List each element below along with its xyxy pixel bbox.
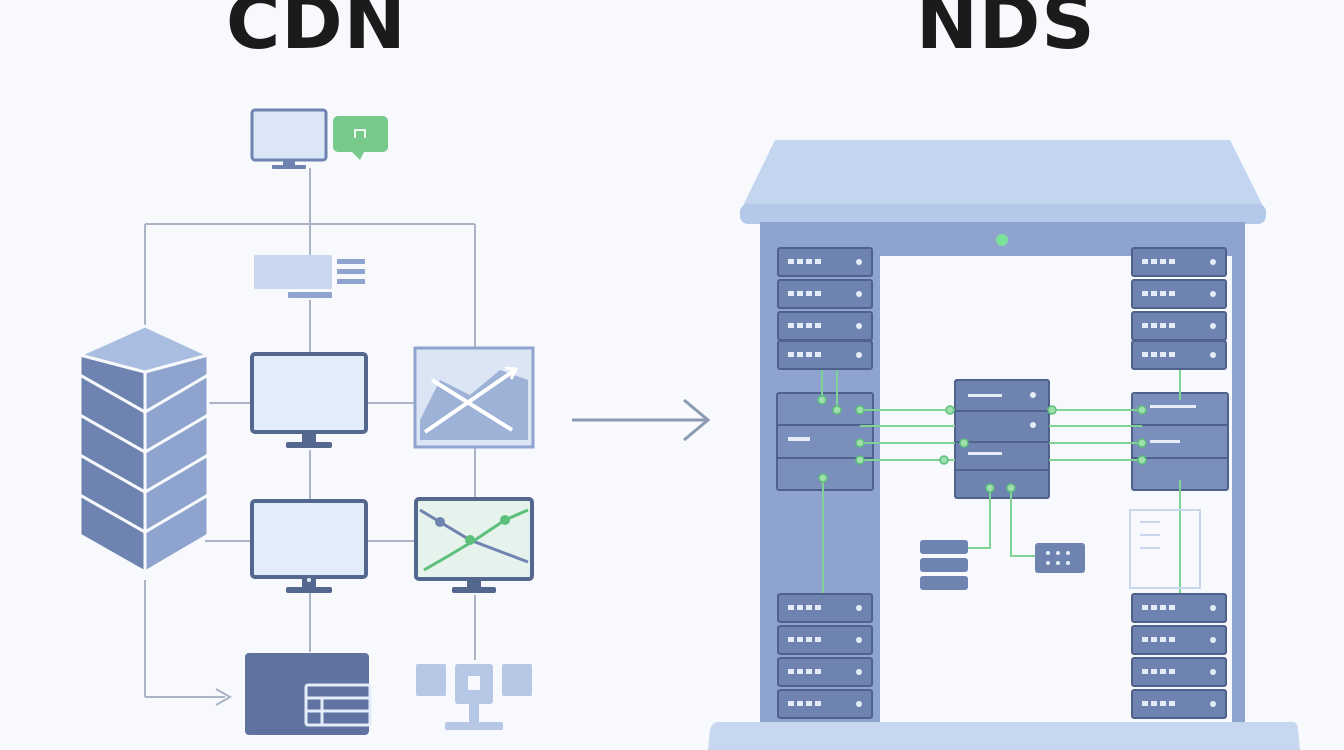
arrow-right-icon: [572, 398, 711, 442]
rack-panel-icon: [1129, 509, 1201, 589]
server-rack-icon: [777, 247, 873, 370]
edge-monitor-icon: [250, 499, 368, 593]
storage-drive-icon: [920, 540, 968, 590]
nds-diagram: [708, 140, 1300, 750]
nds-title: NDS: [916, 0, 1096, 66]
storage-unit-icon: [245, 653, 372, 735]
origin-server-stack-icon: [75, 324, 213, 575]
edge-monitor-icon: [250, 352, 368, 448]
server-rack-icon: [1131, 247, 1227, 370]
chat-bubble-icon: [333, 116, 388, 160]
cable-nodes: [817, 395, 1147, 493]
status-light-icon: [996, 234, 1008, 246]
network-hub-icon: [416, 664, 532, 730]
central-switch-icon: [954, 379, 1050, 499]
routing-chart-icon: [413, 346, 535, 449]
client-monitor-icon: [250, 108, 328, 169]
rack-roof: [740, 140, 1266, 224]
connector-arrow-icon: [215, 688, 233, 706]
port-module-icon: [1035, 543, 1085, 573]
chart-monitor-icon: [414, 497, 534, 593]
network-switch-icon: [254, 255, 365, 298]
cdn-title: CDN: [226, 0, 407, 66]
cdn-diagram: [75, 108, 535, 735]
cable-links: [821, 370, 1181, 600]
server-rack-icon: [1131, 593, 1227, 719]
rack-base: [708, 722, 1300, 750]
cdn-connector-lines: [144, 168, 476, 698]
